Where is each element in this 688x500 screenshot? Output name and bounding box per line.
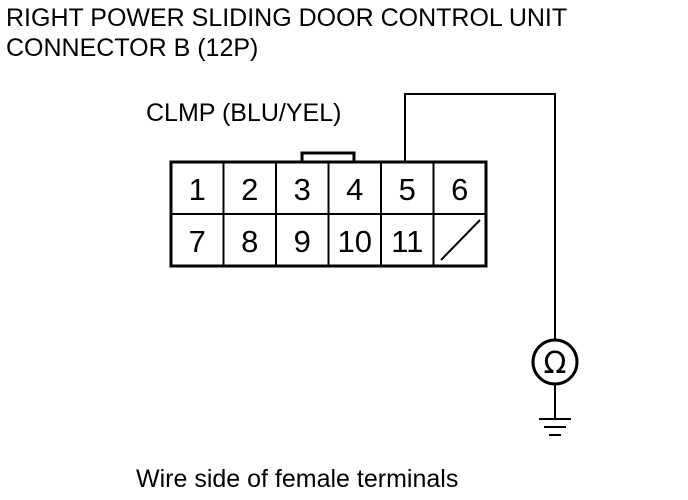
connector-column-dividers: [222, 162, 435, 266]
diagram-title-line2: CONNECTOR B (12P): [6, 34, 259, 62]
diagram-title-line1: RIGHT POWER SLIDING DOOR CONTROL UNIT: [6, 4, 568, 32]
terminal-10: 10: [338, 224, 372, 259]
terminal-4: 4: [346, 172, 363, 207]
terminal-9: 9: [294, 224, 311, 259]
test-wire: [404, 93, 556, 340]
unused-cavity-slash: [440, 219, 481, 261]
terminal-11: 11: [391, 224, 423, 259]
terminal-1: 1: [189, 172, 206, 207]
terminal-6: 6: [451, 172, 468, 207]
ground-icon: [539, 418, 571, 436]
terminal-3: 3: [294, 172, 311, 207]
terminal-7: 7: [189, 224, 206, 259]
diagram-caption: Wire side of female terminals: [136, 465, 459, 493]
ohm-symbol: Ω: [544, 346, 567, 381]
terminal-8: 8: [241, 224, 258, 259]
terminal-2: 2: [241, 172, 258, 207]
connector-lock-tab: [300, 151, 356, 162]
terminal-5: 5: [399, 172, 416, 207]
wire-label: CLMP (BLU/YEL): [146, 99, 342, 127]
